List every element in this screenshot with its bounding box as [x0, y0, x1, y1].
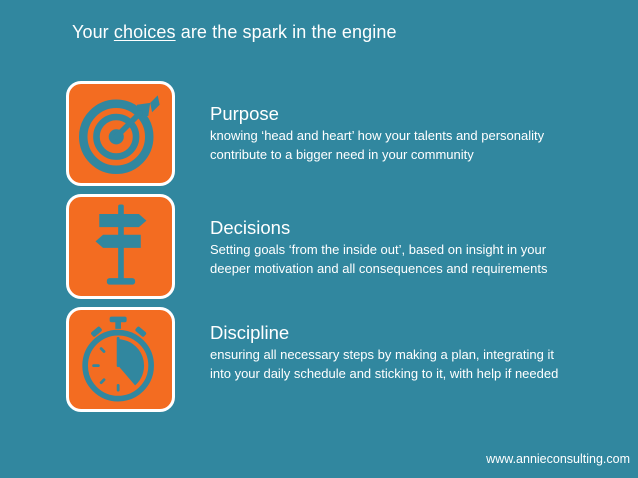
purpose-title: Purpose	[210, 103, 279, 124]
decisions-item: Decisions Setting goals ‘from the inside…	[210, 217, 620, 278]
signpost-icon	[95, 204, 147, 285]
discipline-description-line-1: ensuring all necessary steps by making a…	[210, 347, 554, 362]
purpose-item: Purpose knowing ‘head and heart’ how you…	[210, 103, 620, 164]
decisions-title: Decisions	[210, 217, 291, 238]
discipline-item: Discipline ensuring all necessary steps …	[210, 322, 620, 383]
purpose-description-line-1: knowing ‘head and heart’ how your talent…	[210, 128, 545, 143]
decisions-description-line-2: deeper motivation and all consequences a…	[210, 260, 548, 276]
target-icon	[79, 95, 160, 175]
discipline-description: ensuring all necessary steps by making a…	[210, 346, 620, 383]
decisions-description-line-1: Setting goals ‘from the inside out’, bas…	[210, 242, 547, 257]
stopwatch-icon	[82, 316, 154, 402]
purpose-description: knowing ‘head and heart’ how your talent…	[210, 127, 620, 164]
title-emphasis: choices	[113, 22, 176, 42]
decisions-description: Setting goals ‘from the inside out’, bas…	[210, 241, 620, 278]
title-prefix: Your	[72, 22, 114, 42]
purpose-icon-box	[66, 81, 175, 186]
slide-title: Your choices are the spark in the engine	[72, 22, 397, 43]
discipline-title: Discipline	[210, 322, 290, 343]
title-suffix: are the spark in the engine	[175, 22, 397, 42]
purpose-description-line-2: contribute to a bigger need in your comm…	[210, 146, 474, 162]
footer-url[interactable]: www.annieconsulting.com	[486, 452, 630, 466]
discipline-icon-box	[66, 307, 175, 412]
discipline-description-line-2: into your daily schedule and sticking to…	[210, 365, 559, 381]
decisions-icon-box	[66, 194, 175, 299]
